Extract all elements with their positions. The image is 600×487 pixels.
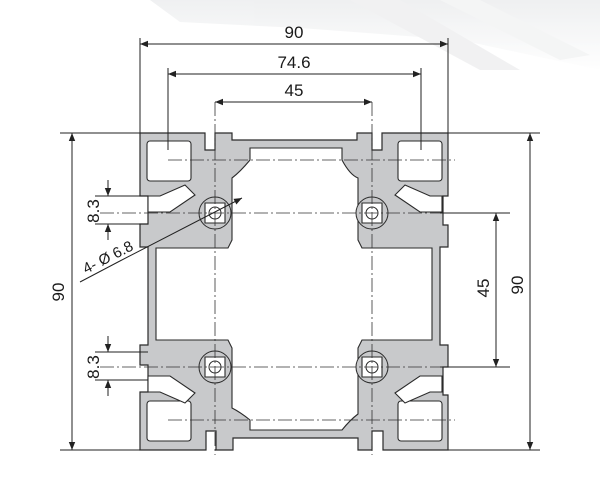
left-slot-top <box>147 184 196 213</box>
dim-top-center-pitch: 45 <box>285 81 304 100</box>
background-render <box>150 0 600 70</box>
corner-pocket-bottom-right <box>397 400 443 442</box>
dim-right-center-pitch: 45 <box>474 279 493 298</box>
dim-left-offset-lower: 8.3 <box>84 355 103 379</box>
central-cavity <box>155 147 433 431</box>
dim-top-width: 90 <box>285 23 304 42</box>
left-slot-bottom <box>147 375 196 404</box>
dim-left-height: 90 <box>49 283 68 302</box>
dim-right-height: 90 <box>508 276 527 295</box>
right-slot-top <box>394 184 443 213</box>
corner-pocket-top-left <box>146 140 192 182</box>
corner-pocket-bottom-left <box>146 400 192 442</box>
hole-leader <box>79 197 243 283</box>
corner-pocket-top-right <box>397 140 443 182</box>
dim-top-slot-pitch: 74.6 <box>277 53 310 72</box>
dimension-lines <box>68 40 534 450</box>
aluminum-profile <box>139 132 449 451</box>
right-slot-bottom <box>394 375 443 404</box>
hole-callout: 4- Ø 6.8 <box>80 238 136 278</box>
dim-left-offset-upper: 8.3 <box>84 199 103 223</box>
center-lines <box>100 102 500 455</box>
